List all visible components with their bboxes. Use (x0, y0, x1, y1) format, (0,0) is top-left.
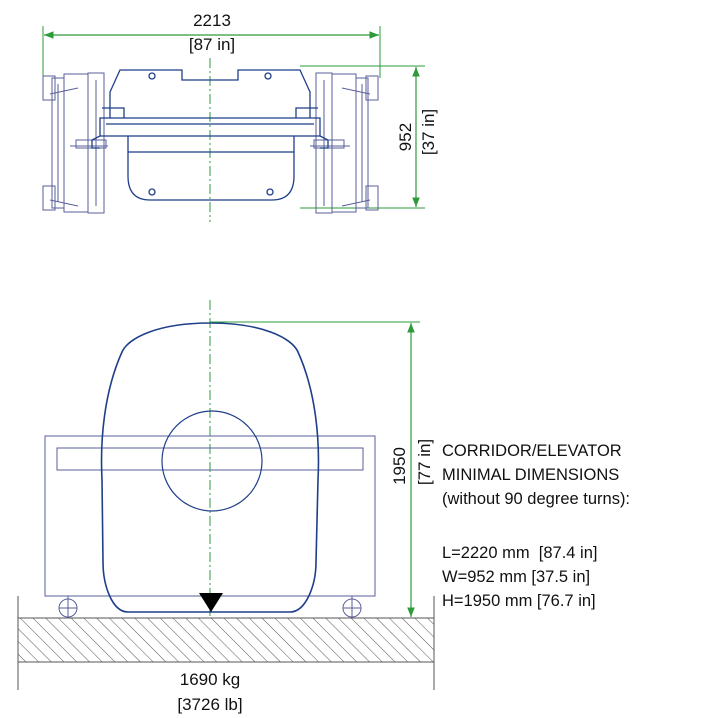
height-mm-label: 1950 (390, 447, 409, 485)
bore-circle (161, 410, 263, 512)
weight-lb-label: [3726 lb] (177, 695, 242, 714)
width-mm-label: 2213 (193, 11, 231, 30)
magnet-housing (100, 322, 320, 613)
note-line-1: CORRIDOR/ELEVATOR (442, 442, 622, 460)
note-length: L=2220 mm [87.4 in] (442, 544, 597, 562)
machine-top-outline (91, 69, 329, 201)
front-view: 1950 [77 in] 1690 kg [3726 lb] (17, 300, 435, 714)
top-view: 2213 [87 in] 952 [37 in] (42, 11, 438, 222)
note-line-2: MINIMAL DIMENSIONS (442, 466, 619, 484)
width-in-label: [87 in] (189, 35, 235, 54)
center-of-gravity-marker (199, 593, 223, 612)
floor-slab (17, 596, 435, 690)
left-frame (42, 72, 108, 214)
note-width: W=952 mm [37.5 in] (442, 568, 590, 586)
right-frame (310, 72, 379, 214)
depth-mm-label: 952 (396, 123, 415, 151)
depth-in-label: [37 in] (419, 109, 438, 155)
note-height: H=1950 mm [76.7 in] (442, 592, 596, 610)
weight-kg-label: 1690 kg (180, 670, 241, 689)
left-wheel-icon (58, 598, 78, 618)
note-line-3: (without 90 degree turns): (442, 490, 630, 508)
right-wheel-icon (342, 598, 362, 618)
minimal-dimensions-note: CORRIDOR/ELEVATOR MINIMAL DIMENSIONS (wi… (442, 442, 630, 610)
height-in-label: [77 in] (415, 439, 434, 485)
